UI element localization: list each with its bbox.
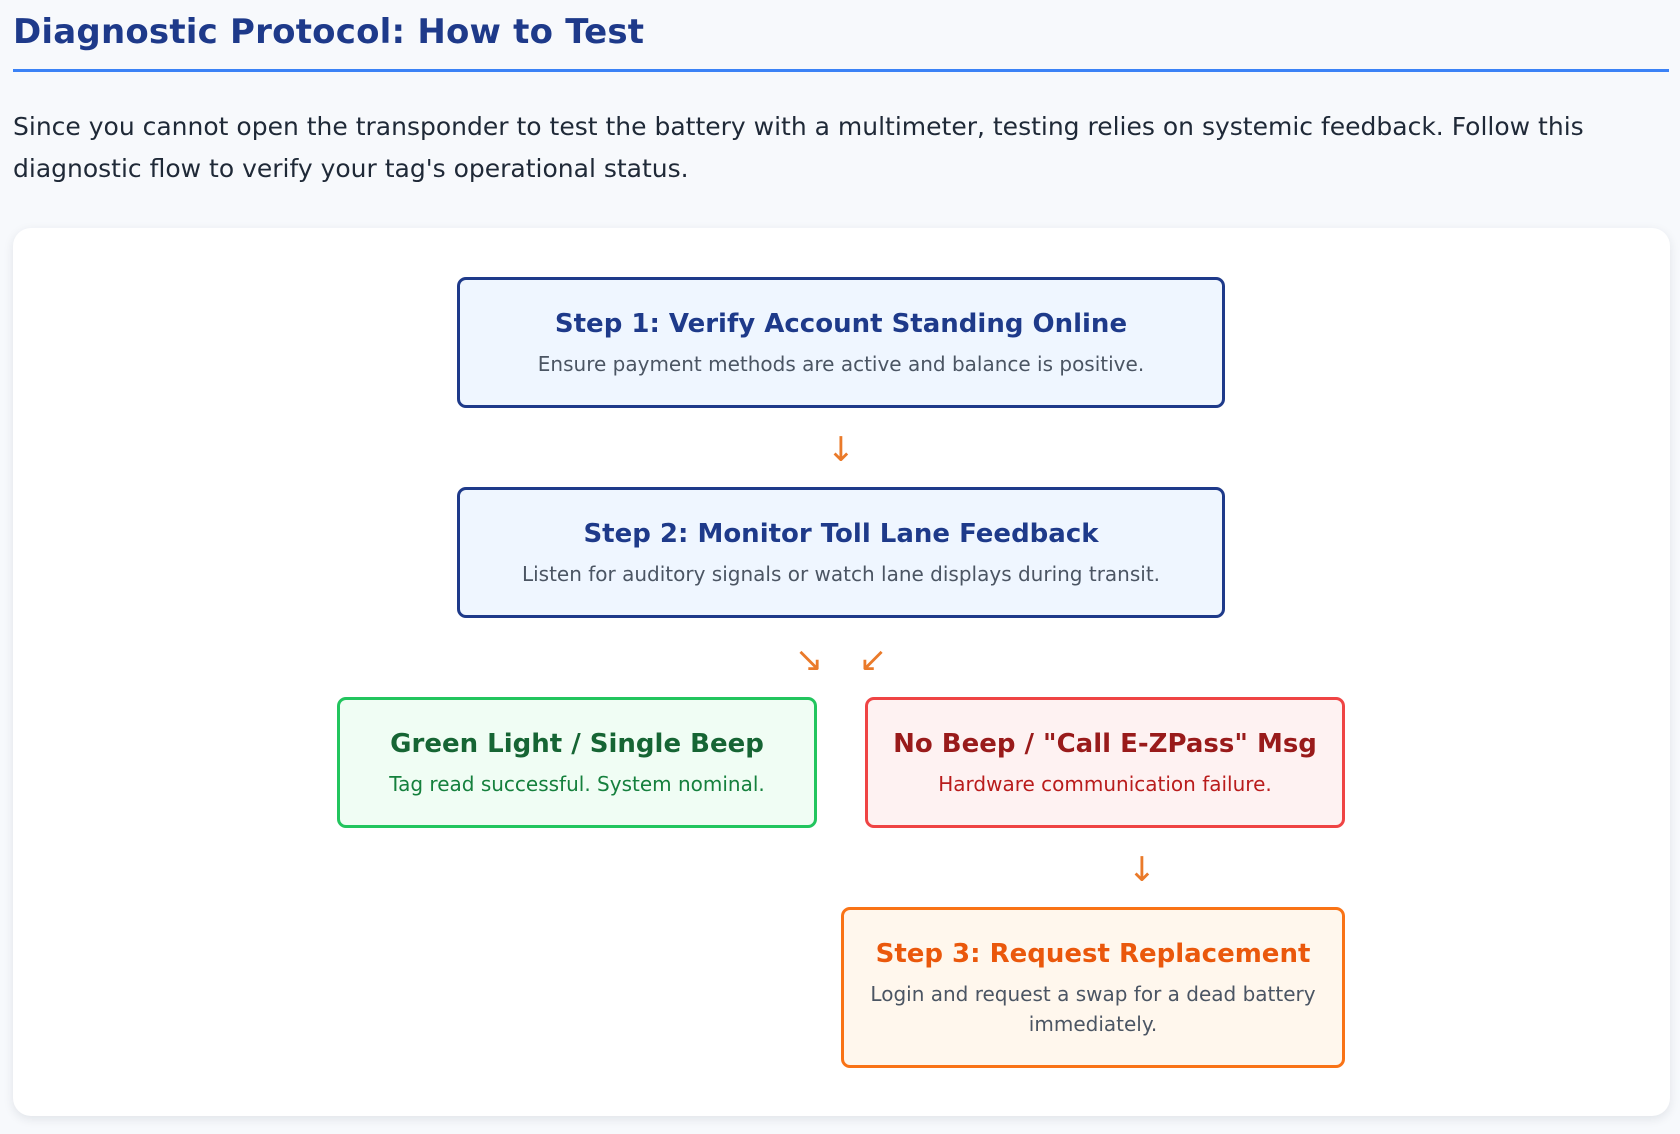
arrow-down-left-icon: ↙ [858, 640, 888, 680]
step2-title: Step 2: Monitor Toll Lane Feedback [583, 518, 1099, 549]
step1-description: Ensure payment methods are active and ba… [537, 351, 1145, 376]
failure-title: No Beep / "Call E-ZPass" Msg [893, 728, 1317, 759]
arrow-down-icon: ↓ [826, 430, 856, 470]
success-node: Green Light / Single Beep Tag read succe… [337, 697, 817, 828]
failure-node: No Beep / "Call E-ZPass" Msg Hardware co… [865, 697, 1345, 828]
title-divider [13, 69, 1669, 72]
step2-description: Listen for auditory signals or watch lan… [521, 561, 1161, 586]
step3-title: Step 3: Request Replacement [875, 938, 1311, 969]
step2-node: Step 2: Monitor Toll Lane Feedback Liste… [457, 487, 1225, 618]
success-title: Green Light / Single Beep [390, 728, 764, 759]
step1-node: Step 1: Verify Account Standing Online E… [457, 277, 1225, 408]
failure-description: Hardware communication failure. [938, 771, 1272, 796]
arrow-down-right-icon: ↘ [794, 640, 824, 680]
intro-paragraph: Since you cannot open the transponder to… [13, 112, 1584, 183]
page-title: Diagnostic Protocol: How to Test [13, 12, 645, 52]
step3-node: Step 3: Request Replacement Login and re… [841, 907, 1345, 1068]
step3-description: Login and request a swap for a dead batt… [870, 981, 1316, 1036]
step1-title: Step 1: Verify Account Standing Online [554, 308, 1128, 339]
arrow-down-icon: ↓ [1127, 850, 1157, 890]
success-description: Tag read successful. System nominal. [389, 771, 765, 796]
